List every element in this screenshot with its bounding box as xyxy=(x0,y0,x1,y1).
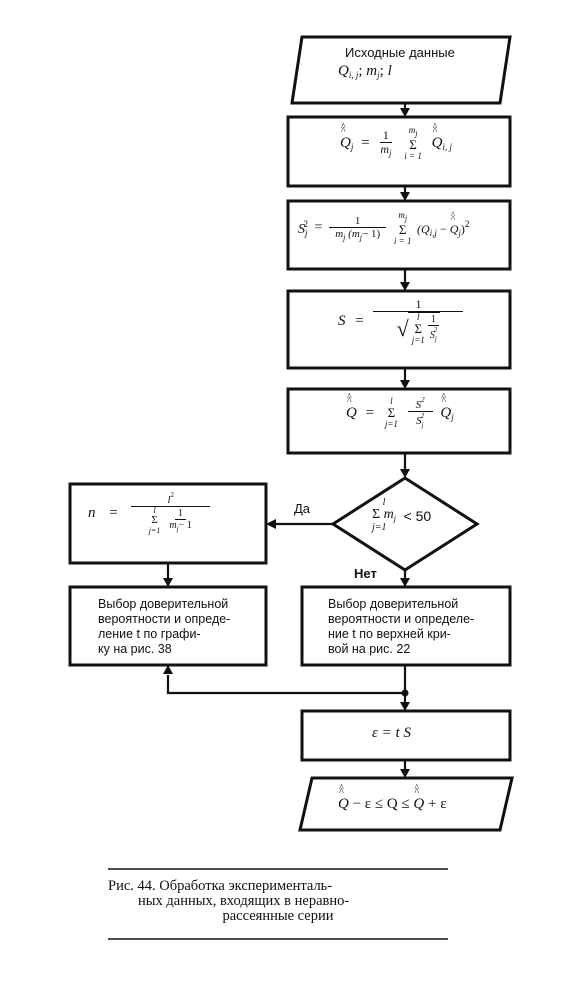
decision-formula: l Σ mj j=1 < 50 xyxy=(372,497,432,534)
yes-label: Да xyxy=(294,501,311,516)
no-label: Нет xyxy=(354,566,377,581)
caption-line-3: рассеянные серии xyxy=(222,908,334,924)
n-formula-box xyxy=(68,482,268,565)
result-formula: Q^^ − ε ≤ Q ≤ Q^^ + ε xyxy=(338,783,447,812)
input-parallelogram xyxy=(290,35,512,105)
variance-formula: Sj2 = 1 mj (mj− 1) mj Σ i = 1 (Qi,j − Q^… xyxy=(298,209,470,246)
choice-left-text: Выбор доверительной вероятности и опреде… xyxy=(98,597,231,656)
q-hat-j: Q^^ xyxy=(340,121,351,151)
mean-formula: Q^^j = 1 mj mj Σ i = 1 Q^^i, j xyxy=(340,121,452,161)
epsilon-box xyxy=(300,709,512,762)
n-formula: n = l2 l Σ j=1 1 mj− 1 xyxy=(88,491,211,535)
figure-caption: Рис. 44. Обработка эксперименталь- ных д… xyxy=(108,879,448,924)
input-vars: Qi, j; mj; l xyxy=(338,63,392,80)
epsilon-formula: ε = t S xyxy=(372,725,411,741)
caption-line-2: ных данных, входящих в неравно- xyxy=(138,893,350,909)
junction-dot xyxy=(401,689,409,697)
choice-left-box xyxy=(68,585,268,667)
s-total-box xyxy=(286,289,512,370)
mean-box xyxy=(286,115,512,188)
input-title: Исходные данные xyxy=(345,45,455,60)
weighted-formula: Q^^ = l Σ j=1 S2 Sj2 Q^^j xyxy=(346,391,454,430)
caption-line-1: Рис. 44. Обработка эксперименталь- xyxy=(108,878,333,894)
arrowheads xyxy=(163,108,410,778)
s-total-formula: S = 1 √ l Σ j=1 1 Sj2 xyxy=(338,297,464,345)
choice-right-box xyxy=(300,585,512,667)
variance-box xyxy=(286,199,512,271)
choice-right-text: Выбор доверительной вероятности и опреде… xyxy=(328,597,475,656)
weighted-mean-box xyxy=(286,387,512,455)
result-parallelogram xyxy=(298,776,514,832)
